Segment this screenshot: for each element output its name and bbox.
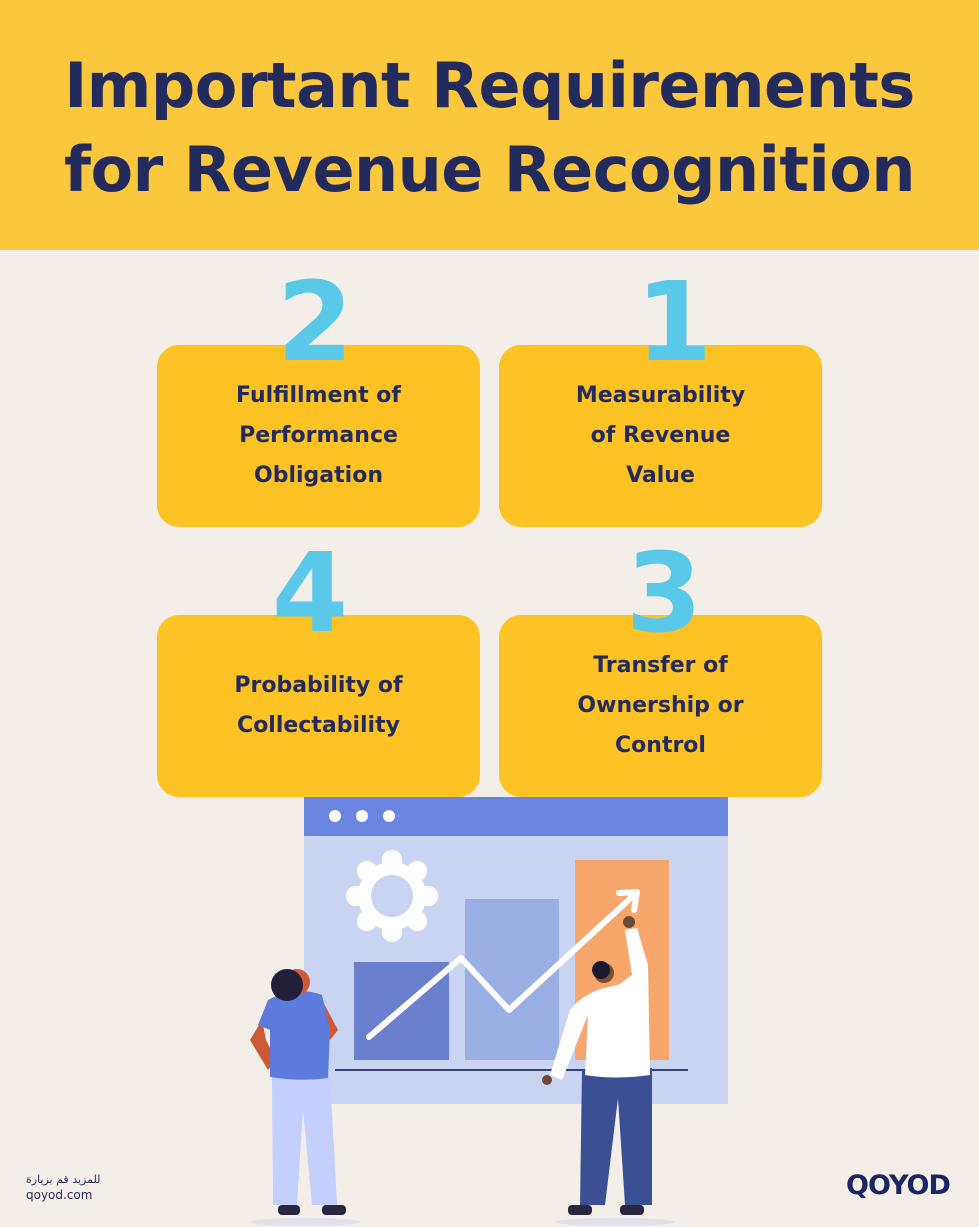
requirement-label: Measurability of Revenue Value <box>575 383 746 488</box>
footer-url[interactable]: qoyod.com <box>26 1188 93 1202</box>
requirement-number-4: 4 <box>271 529 349 657</box>
requirement-label: Transfer of Ownership or Control <box>577 653 744 758</box>
window-dot <box>383 810 395 822</box>
gear-icon <box>346 850 438 942</box>
window-dot <box>329 810 341 822</box>
requirement-card-2: Fulfillment of Performance Obligation <box>157 345 480 527</box>
requirement-card-3: Transfer of Ownership or Control <box>499 615 822 797</box>
requirement-card-1: Measurability of Revenue Value <box>499 345 822 527</box>
requirement-number-2: 2 <box>276 258 354 386</box>
trend-arrow <box>366 892 637 1040</box>
qoyod-logo: QOYOD <box>846 1170 951 1201</box>
requirement-number-3: 3 <box>625 529 703 657</box>
title-line-1: Important Requirements <box>64 49 915 122</box>
page-title: Important Requirements for Revenue Recogn… <box>0 44 979 212</box>
requirement-label: Fulfillment of Performance Obligation <box>236 383 401 488</box>
footer-visit-text: للمزيد قم بزيارة <box>26 1173 101 1186</box>
man-figure <box>542 916 675 1226</box>
arrow-head <box>616 889 640 913</box>
header-banner <box>0 0 979 250</box>
title-line-2: for Revenue Recognition <box>64 133 915 206</box>
browser-titlebar <box>304 797 728 836</box>
requirement-label: Probability of Collectability <box>234 673 403 738</box>
requirement-card-4: Probability of Collectability <box>157 615 480 797</box>
window-dot <box>356 810 368 822</box>
requirement-number-1: 1 <box>635 258 713 386</box>
woman-figure <box>250 969 360 1226</box>
